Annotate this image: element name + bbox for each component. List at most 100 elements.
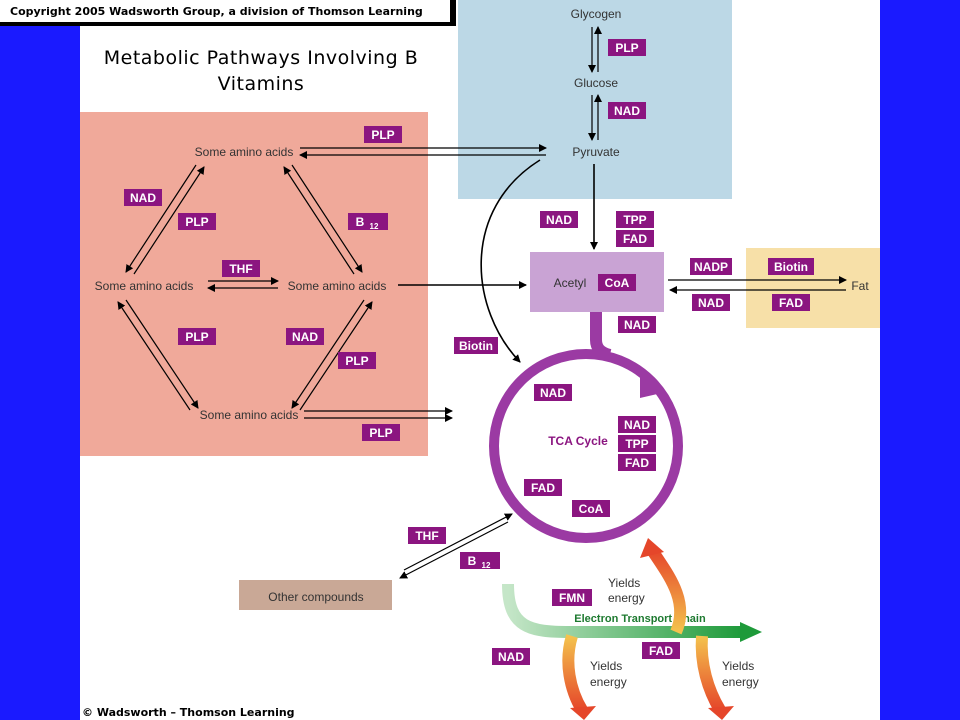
copyright-banner: Copyright 2005 Wadsworth Group, a divisi… bbox=[0, 0, 456, 26]
svg-text:NAD: NAD bbox=[546, 213, 572, 227]
tag-nad-tca-2: NAD bbox=[618, 416, 656, 433]
amino-top-label: Some amino acids bbox=[195, 145, 294, 159]
svg-text:TPP: TPP bbox=[623, 213, 646, 227]
tca-cycle-ring bbox=[489, 349, 683, 543]
yields-label-3: Yields bbox=[722, 659, 754, 673]
acetyl-coa-box bbox=[530, 252, 664, 312]
svg-text:Biotin: Biotin bbox=[459, 339, 493, 353]
yield-energy-arrow-2 bbox=[562, 634, 588, 714]
svg-text:FAD: FAD bbox=[623, 232, 647, 246]
svg-text:NAD: NAD bbox=[498, 650, 524, 664]
amino-mid-label: Some amino acids bbox=[288, 279, 387, 293]
tag-tpp-pdh: TPP bbox=[616, 211, 654, 228]
yield-energy-arrowhead-2 bbox=[570, 706, 596, 720]
tag-biotin-fat: Biotin bbox=[768, 258, 814, 275]
aa-top-right-arrow-b bbox=[283, 166, 355, 275]
glycogen-label: Glycogen bbox=[571, 7, 622, 21]
tag-nad-glucose: NAD bbox=[608, 102, 646, 119]
tag-thf-other: THF bbox=[408, 527, 446, 544]
svg-text:PLP: PLP bbox=[615, 41, 638, 55]
tca-cycle-label: TCA Cycle bbox=[548, 434, 608, 448]
tag-plp-glycogen: PLP bbox=[608, 39, 646, 56]
svg-text:FMN: FMN bbox=[559, 591, 585, 605]
svg-text:FAD: FAD bbox=[779, 296, 803, 310]
tag-nad-amino-left: NAD bbox=[124, 189, 162, 206]
svg-text:THF: THF bbox=[415, 529, 438, 543]
etc-arrow-body bbox=[502, 583, 742, 638]
tag-fad-tca-2: FAD bbox=[524, 479, 562, 496]
page-title: Metabolic Pathways Involving B Vitamins bbox=[82, 45, 440, 97]
svg-text:NAD: NAD bbox=[624, 318, 650, 332]
yields-label-1: Yields bbox=[608, 576, 640, 590]
svg-text:PLP: PLP bbox=[345, 354, 368, 368]
svg-text:B: B bbox=[468, 554, 477, 568]
etc-arrowhead bbox=[740, 622, 762, 642]
tag-biotin-pc: Biotin bbox=[454, 337, 498, 354]
pyruvate-label: Pyruvate bbox=[572, 145, 620, 159]
tag-plp-lower-right: PLP bbox=[338, 352, 376, 369]
yield-energy-arrowhead-3 bbox=[708, 706, 734, 720]
svg-text:THF: THF bbox=[229, 262, 252, 276]
tag-fad-pdh: FAD bbox=[616, 230, 654, 247]
aa-top-left-arrow-a bbox=[125, 164, 197, 273]
aa-left-bottom-arrow-b bbox=[117, 301, 191, 411]
svg-text:NAD: NAD bbox=[624, 418, 650, 432]
svg-text:PLP: PLP bbox=[371, 128, 394, 142]
copyright-text: Copyright 2005 Wadsworth Group, a divisi… bbox=[10, 5, 423, 18]
svg-text:NAD: NAD bbox=[614, 104, 640, 118]
acetyl-label: Acetyl bbox=[554, 276, 587, 290]
tag-coa-acetyl: CoA bbox=[598, 274, 636, 291]
energy-label-2: energy bbox=[590, 675, 627, 689]
svg-text:12: 12 bbox=[370, 222, 379, 231]
pyruvate-to-tca-arrow bbox=[480, 159, 541, 363]
tag-thf-middle: THF bbox=[222, 260, 260, 277]
tca-cycle-arrowhead bbox=[640, 370, 666, 398]
tag-fad-etc: FAD bbox=[642, 642, 680, 659]
aa-top-left-arrow-b bbox=[133, 166, 205, 275]
glucose-region bbox=[458, 0, 732, 199]
glucose-label: Glucose bbox=[574, 76, 618, 90]
tag-plp-amino-top: PLP bbox=[364, 126, 402, 143]
svg-text:PLP: PLP bbox=[369, 426, 392, 440]
other-compounds-label: Other compounds bbox=[268, 590, 363, 604]
svg-text:NAD: NAD bbox=[130, 191, 156, 205]
svg-text:NAD: NAD bbox=[292, 330, 318, 344]
fat-label: Fat bbox=[851, 279, 869, 293]
title-line-2: Vitamins bbox=[217, 73, 305, 95]
yield-energy-arrow-3 bbox=[695, 635, 726, 714]
energy-label-3: energy bbox=[722, 675, 759, 689]
tag-nad-tca-1: NAD bbox=[534, 384, 572, 401]
tag-nadp-fat: NADP bbox=[690, 258, 732, 275]
tag-nad-pdh: NAD bbox=[540, 211, 578, 228]
other-compounds-box bbox=[239, 580, 392, 610]
svg-text:PLP: PLP bbox=[185, 215, 208, 229]
svg-text:NAD: NAD bbox=[698, 296, 724, 310]
amino-left-label: Some amino acids bbox=[95, 279, 194, 293]
svg-text:CoA: CoA bbox=[605, 276, 630, 290]
tag-nad-etc: NAD bbox=[492, 648, 530, 665]
tag-nad-acetyl: NAD bbox=[618, 316, 656, 333]
tag-coa-tca: CoA bbox=[572, 500, 610, 517]
other-to-tca-arrow bbox=[403, 513, 513, 571]
etc-label: Electron Transport Chain bbox=[574, 613, 706, 625]
tag-nad-fat: NAD bbox=[692, 294, 730, 311]
title-line-1: Metabolic Pathways Involving B bbox=[103, 47, 419, 69]
aa-right-bottom-arrow-b bbox=[299, 301, 373, 411]
yields-label-2: Yields bbox=[590, 659, 622, 673]
svg-text:TPP: TPP bbox=[625, 437, 648, 451]
tag-fad-fat: FAD bbox=[772, 294, 810, 311]
tag-plp-bottom: PLP bbox=[362, 424, 400, 441]
aa-right-bottom-arrow-a bbox=[291, 299, 365, 409]
tag-tpp-tca: TPP bbox=[618, 435, 656, 452]
amino-acid-region bbox=[80, 112, 428, 456]
svg-text:NAD: NAD bbox=[540, 386, 566, 400]
svg-text:NADP: NADP bbox=[694, 260, 728, 274]
yield-energy-arrow-1 bbox=[646, 546, 687, 635]
tag-fad-tca-1: FAD bbox=[618, 454, 656, 471]
tag-plp-amino-left: PLP bbox=[178, 213, 216, 230]
aa-top-right-arrow-a bbox=[291, 164, 363, 273]
svg-text:FAD: FAD bbox=[625, 456, 649, 470]
